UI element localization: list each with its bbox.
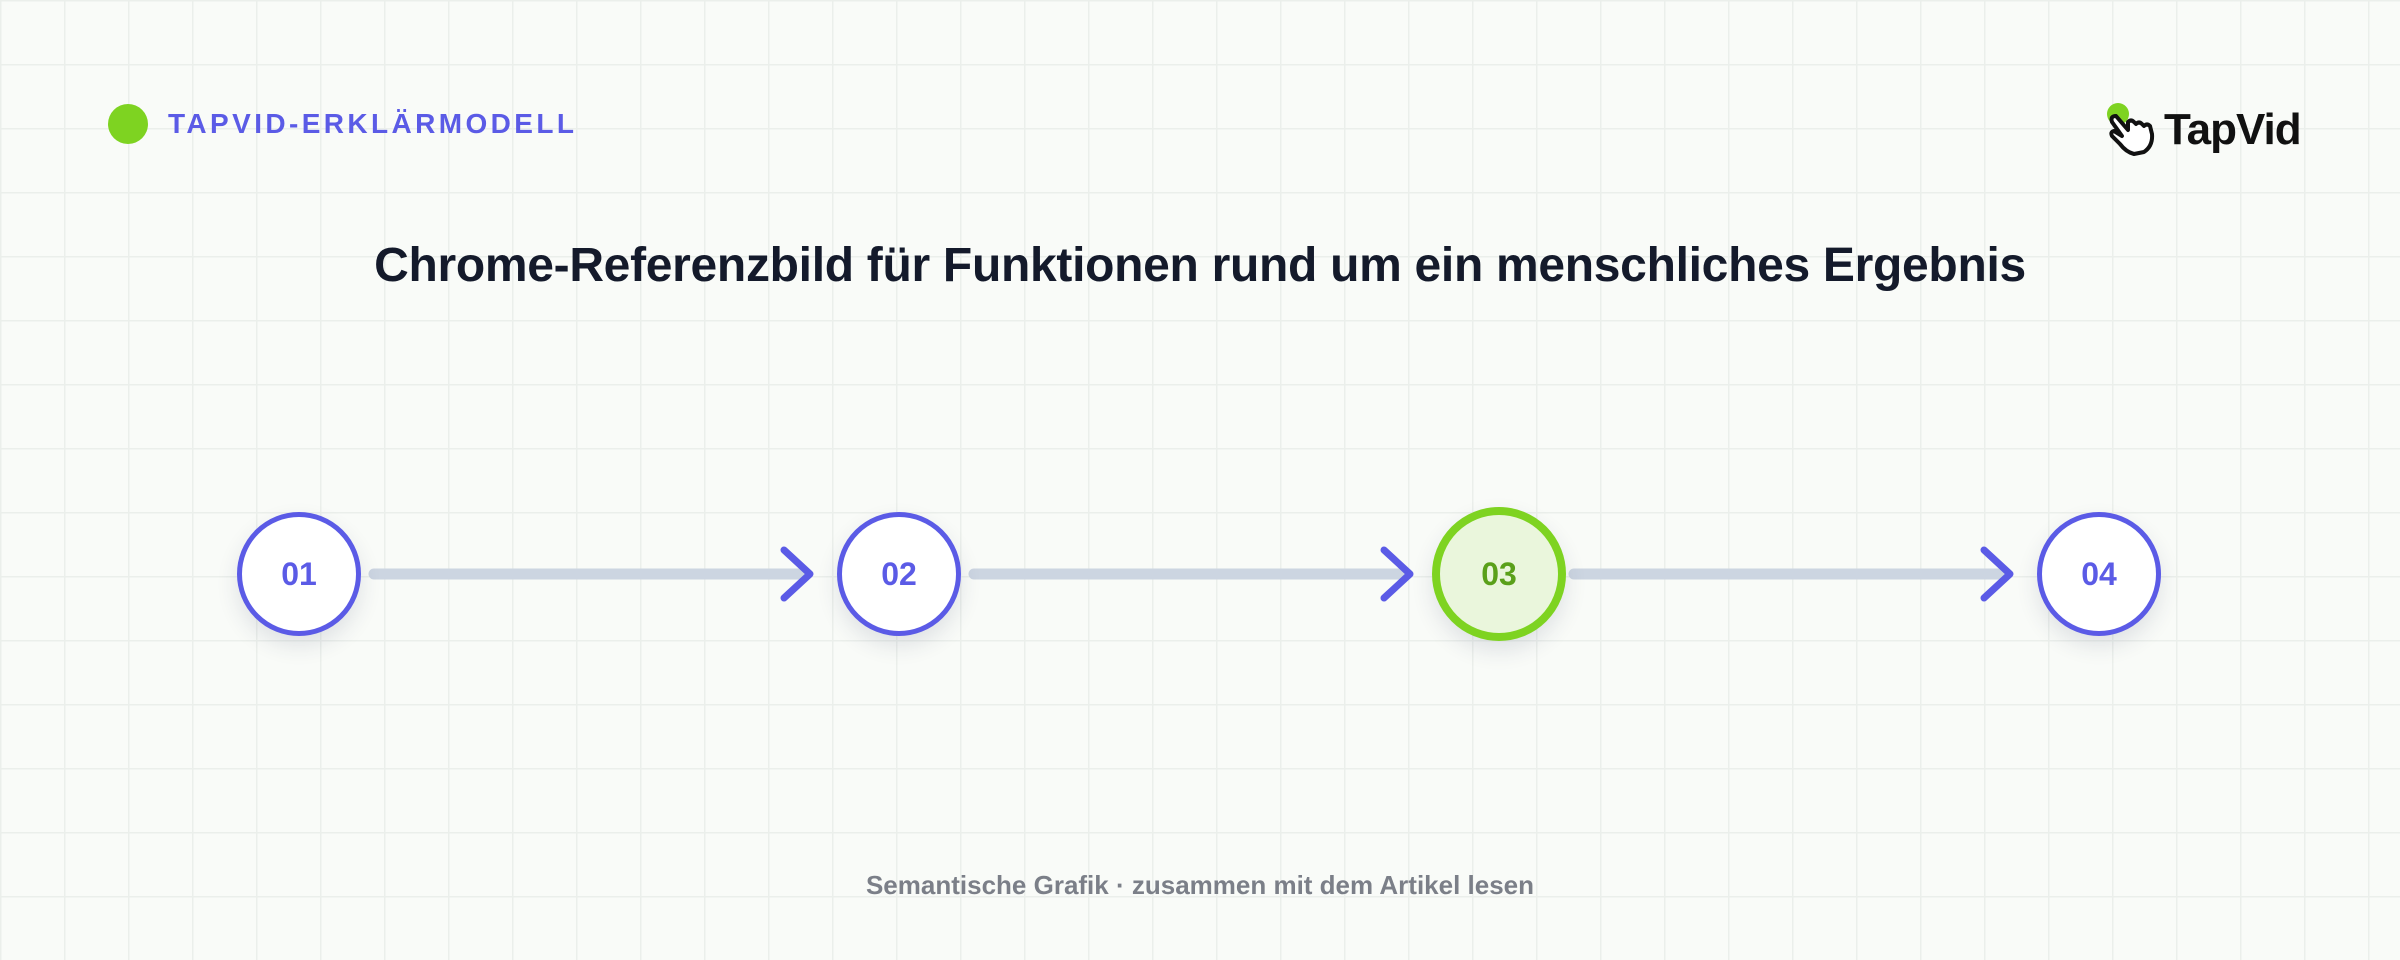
figure-caption: Semantische Grafik · zusammen mit dem Ar… [865,870,1535,900]
green-dot-icon [108,104,148,144]
pointing-hand-icon [2107,103,2155,156]
step-label: 02 [881,555,917,592]
tag-label: TAPVID-ERKLÄRMODELL [168,108,578,139]
step-node-03-active[interactable]: 03 [1432,507,1566,641]
step-node-04[interactable]: 04 [2037,512,2161,636]
step-node-02[interactable]: 02 [837,512,961,636]
arrow-right-icon [1568,546,2014,602]
arrow-right-icon [368,546,814,602]
logo-wordmark: TapVid [2164,105,2302,154]
step-label: 01 [281,555,317,592]
explainer-tag: TAPVID-ERKLÄRMODELL [108,104,577,144]
page-title: Chrome-Referenzbild für Funktionen rund … [374,239,2026,292]
step-label: 03 [1481,555,1517,592]
step-label: 04 [2081,555,2117,592]
tapvid-logo[interactable]: TapVid [2104,100,2302,160]
arrow-right-icon [968,546,1414,602]
step-node-01[interactable]: 01 [237,512,361,636]
